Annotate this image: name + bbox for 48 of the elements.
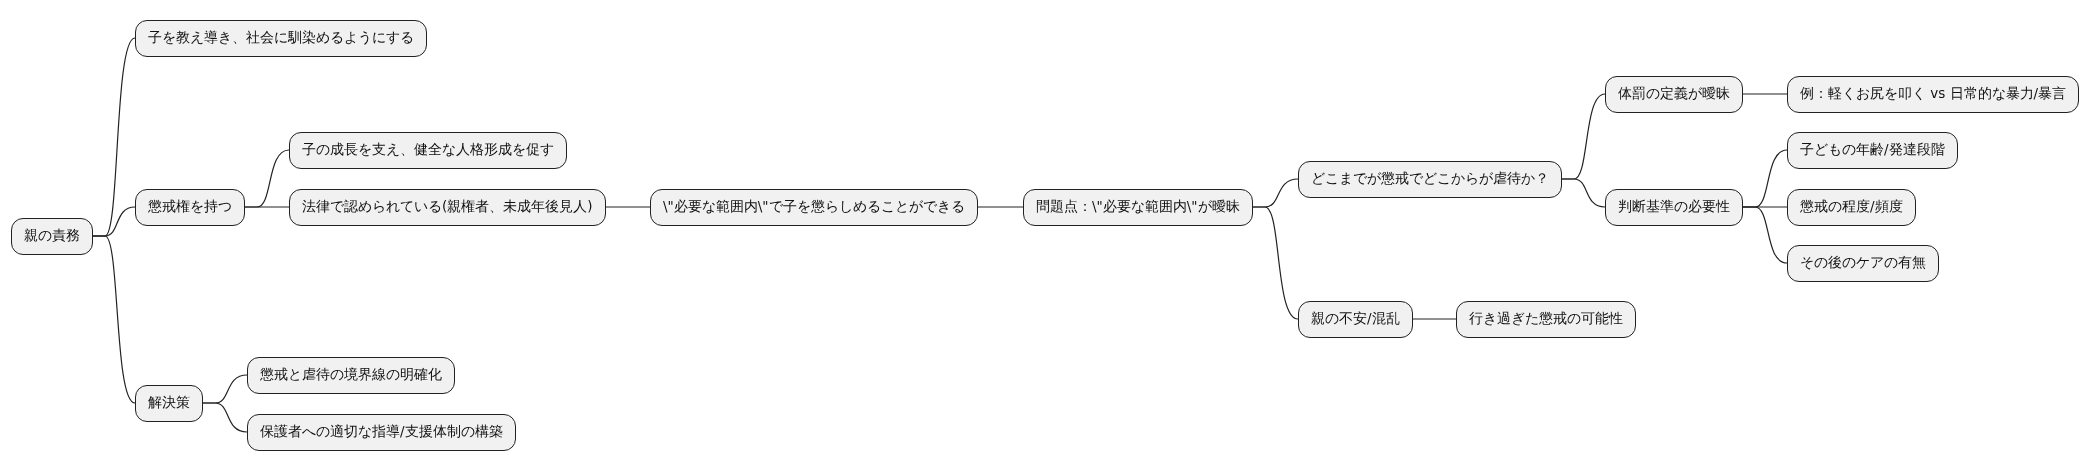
node-text: 判断基準の必要性 <box>1618 198 1730 216</box>
node-text: 法律で認められている(親権者、未成年後見人) <box>302 198 593 216</box>
node-text: その後のケアの有無 <box>1800 254 1926 272</box>
topic-node <box>1787 75 2080 113</box>
topic-node <box>1298 160 1562 198</box>
connector-line <box>1742 93 1788 95</box>
node-text: \"必要な範囲内\"で子を懲らしめることができる <box>663 198 965 216</box>
node-text: 懲戒権を持つ <box>148 198 232 216</box>
topic-node <box>1023 188 1253 226</box>
topic-node <box>1787 244 1939 282</box>
topic-node <box>247 356 455 394</box>
connector-line <box>202 402 248 433</box>
topic-node <box>135 384 203 422</box>
topic-node <box>11 217 93 255</box>
connector-line <box>1252 206 1299 320</box>
node-text: 例：軽くお尻を叩く vs 日常的な暴力/暴言 <box>1800 85 2067 103</box>
topic-node <box>289 131 567 169</box>
connector-line <box>244 206 290 208</box>
connector-line <box>92 235 136 404</box>
node-text: 保護者への適切な指導/支援体制の構築 <box>260 423 503 441</box>
topic-node <box>1605 188 1743 226</box>
node-text: 親の責務 <box>24 227 80 245</box>
node-text: 問題点：\"必要な範囲内\"が曖昧 <box>1036 198 1240 216</box>
node-text: 親の不安/混乱 <box>1311 310 1400 328</box>
node-text: 行き過ぎた懲戒の可能性 <box>1469 310 1623 328</box>
topic-node <box>1787 188 1916 226</box>
connector-line <box>1561 178 1606 208</box>
topic-node <box>1456 300 1636 338</box>
node-text: 解決策 <box>148 394 190 412</box>
connector-line <box>1412 318 1457 320</box>
topic-node <box>247 413 516 451</box>
topic-node <box>1787 131 1958 169</box>
connector-line <box>1742 206 1788 264</box>
node-text: 懲戒の程度/頻度 <box>1800 198 1903 216</box>
topic-node <box>135 19 427 57</box>
node-text: 子の成長を支え、健全な人格形成を促す <box>302 141 554 159</box>
node-text: 子を教え導き、社会に馴染めるようにする <box>148 29 414 47</box>
node-text: どこまでが懲戒でどこからが虐待か？ <box>1311 170 1549 188</box>
connector-line <box>977 206 1024 208</box>
topic-node <box>289 188 606 226</box>
connector-line <box>605 206 651 208</box>
node-text: 懲戒と虐待の境界線の明確化 <box>260 366 442 384</box>
topic-node <box>1298 300 1413 338</box>
topic-node <box>1605 75 1743 113</box>
node-text: 子どもの年齢/発達段階 <box>1800 141 1945 159</box>
topic-node <box>650 188 978 226</box>
topic-node <box>135 188 245 226</box>
node-text: 体罰の定義が曖昧 <box>1618 85 1730 103</box>
